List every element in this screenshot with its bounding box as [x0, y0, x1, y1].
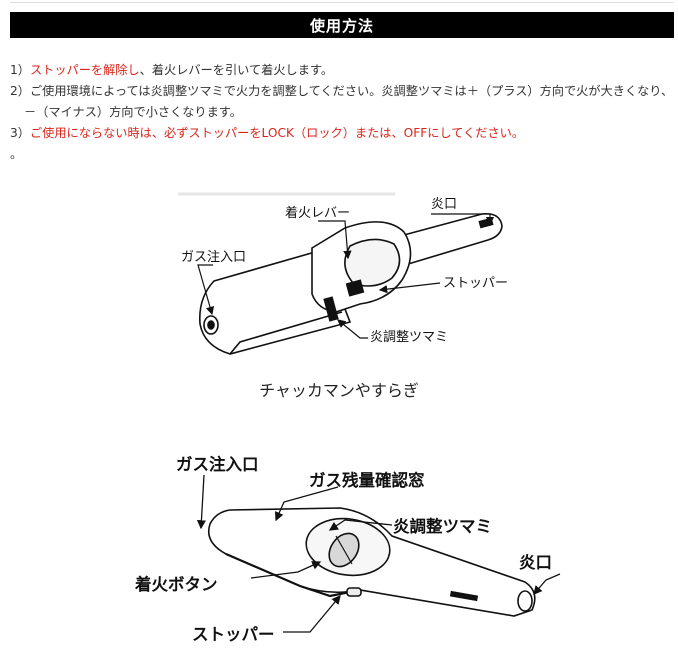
lighter-1-diagram: 着火レバー 炎口 ガス注入口 ストッパー 炎調整ツマミ	[178, 192, 508, 355]
figure-lighter-2: ガス注入口 ガス残量確認窓 炎調整ツマミ 炎口 着火ボタン ストッパー	[0, 450, 678, 658]
instruction-note: 。	[10, 147, 23, 161]
section-title-bar: 使用方法	[10, 12, 674, 38]
figure-lighter-1: 着火レバー 炎口 ガス注入口 ストッパー 炎調整ツマミ チャッカマンやすらぎ	[0, 186, 678, 400]
label-nozzle: 炎口	[431, 197, 457, 212]
lighter-2-body	[207, 507, 536, 617]
instruction-step-2-cont: －（マイナス）方向で小さくなります。	[24, 105, 242, 119]
figure-caption: チャッカマンやすらぎ	[259, 381, 419, 400]
label-stopper-2: ストッパー	[192, 625, 275, 644]
lighter-2-diagram: ガス注入口 ガス残量確認窓 炎調整ツマミ 炎口 着火ボタン ストッパー	[134, 454, 561, 644]
label-stopper: ストッパー	[443, 276, 508, 291]
label-gas-inlet-2: ガス注入口	[176, 454, 259, 474]
instructions: 1）ストッパーを解除し、着火レバーを引いて着火します。 2）ご使用環境によっては…	[10, 60, 674, 165]
instruction-step-3-warning: ご使用にならない時は、必ずストッパーをLOCK（ロック）または、OFFにしてくだ…	[29, 126, 525, 140]
label-nozzle-2: 炎口	[519, 553, 552, 572]
lighter-2-callout-lines	[196, 474, 561, 633]
instruction-step-1-warning: ストッパーを解除し	[29, 63, 140, 77]
instruction-step-2: 2）ご使用環境によっては炎調整ツマミで火力を調整してください。炎調整ツマミは＋（…	[10, 84, 674, 98]
section-title: 使用方法	[309, 16, 374, 35]
label-flame-knob-2: 炎調整ツマミ	[393, 516, 492, 536]
top-divider	[10, 2, 674, 3]
label-ignition-button: 着火ボタン	[134, 574, 218, 594]
lighter-1-callout-lines	[197, 213, 495, 339]
lighter-1-body	[198, 212, 503, 355]
label-gas-inlet: ガス注入口	[181, 250, 246, 265]
label-gas-window: ガス残量確認窓	[309, 470, 425, 490]
instruction-step-3: 3）ご使用にならない時は、必ずストッパーをLOCK（ロック）または、OFFにして…	[10, 126, 525, 140]
label-ignition-lever: 着火レバー	[285, 205, 350, 221]
instruction-step-1: 1）ストッパーを解除し、着火レバーを引いて着火します。	[10, 63, 334, 77]
label-flame-knob: 炎調整ツマミ	[370, 330, 448, 345]
